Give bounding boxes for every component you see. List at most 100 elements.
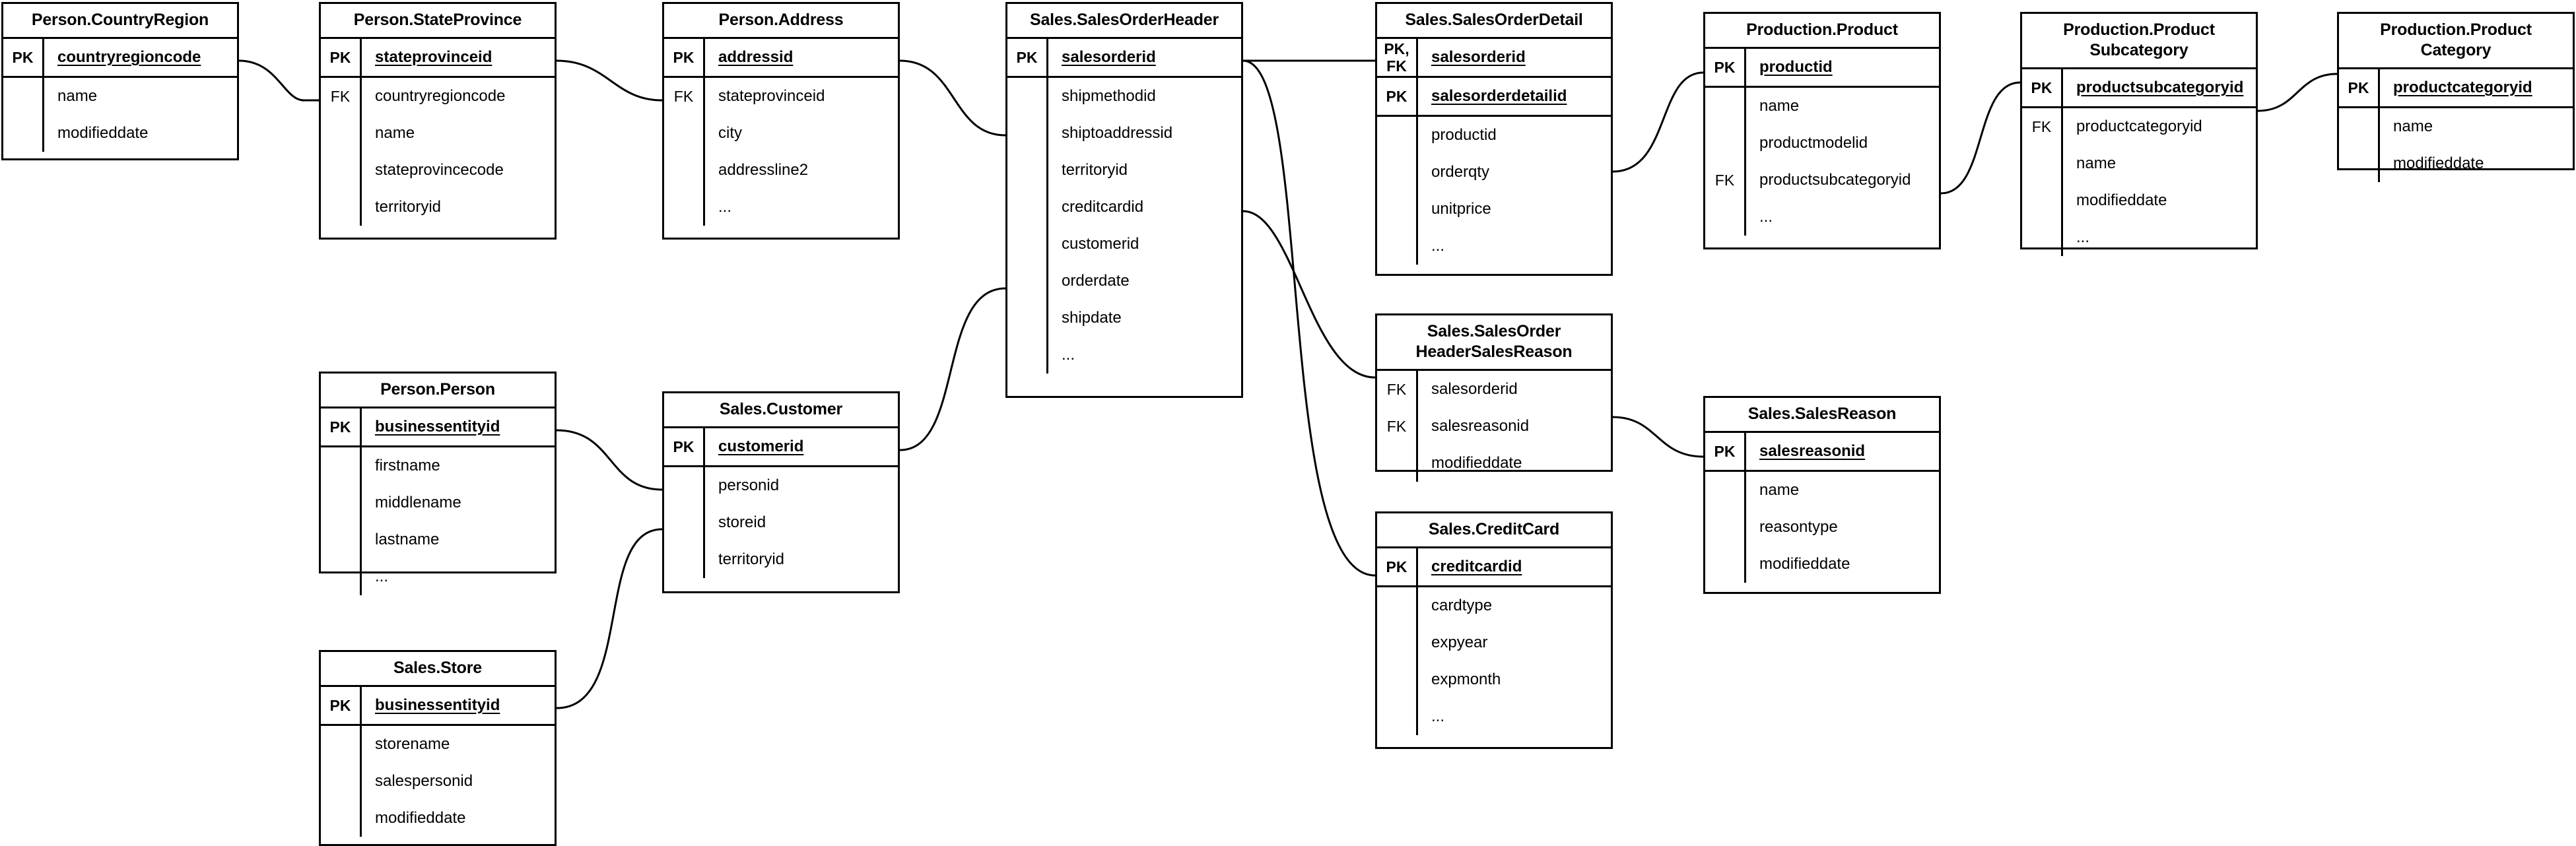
relationship-rel-salesorderheader-salesorderdetail[interactable] [1233, 49, 1396, 73]
attribute-row[interactable]: shipdate [1007, 300, 1241, 337]
attribute-row[interactable]: creditcardid [1007, 189, 1241, 226]
column-name: middlename [375, 494, 461, 511]
attribute-row[interactable]: storeid [664, 504, 898, 541]
attribute-row[interactable]: name [321, 115, 555, 152]
attribute-row[interactable]: ... [1377, 228, 1611, 265]
attribute-row[interactable]: ... [664, 189, 898, 226]
primary-key-column-name: productcategoryid [2393, 79, 2532, 96]
attribute-row[interactable]: salespersonid [321, 763, 555, 800]
attribute-row[interactable]: customerid [1007, 226, 1241, 263]
attribute-row[interactable]: name [1705, 88, 1939, 125]
attribute-row[interactable]: reasontype [1705, 509, 1939, 546]
attribute-row[interactable]: unitprice [1377, 191, 1611, 228]
attribute-row[interactable]: orderdate [1007, 263, 1241, 300]
attribute-key-label [664, 467, 705, 504]
attribute-row[interactable]: ... [1705, 199, 1939, 236]
attribute-row[interactable]: name [2022, 145, 2256, 182]
attribute-row[interactable]: lastname [321, 521, 555, 558]
relationship-rel-salesorderheader-salesorderheadersalesreason[interactable] [1223, 199, 1385, 387]
attribute-row[interactable]: modifieddate [1377, 445, 1611, 482]
column-name: salespersonid [375, 772, 473, 790]
attribute-row[interactable]: modifieddate [2339, 145, 2573, 182]
attribute-row[interactable]: name [2339, 108, 2573, 145]
relationship-rel-salesorderheader-creditcard[interactable] [1223, 49, 1385, 585]
attribute-row[interactable]: middlename [321, 484, 555, 521]
attribute-row[interactable]: territoryid [321, 189, 555, 226]
attribute-key-label: PK [1705, 433, 1746, 470]
attribute-row[interactable]: name [3, 78, 237, 115]
attribute-key-label [1007, 337, 1048, 374]
attribute-row[interactable]: territoryid [1007, 152, 1241, 189]
primary-key-column-name: salesorderid [1062, 48, 1156, 66]
column-name: cardtype [1431, 597, 1493, 614]
attribute-row[interactable]: modifieddate [1705, 546, 1939, 583]
attribute-row[interactable]: modifieddate [3, 115, 237, 152]
attribute-row[interactable]: addressline2 [664, 152, 898, 189]
attribute-row[interactable]: modifieddate [2022, 182, 2256, 219]
attribute-key-label: PK [1377, 548, 1418, 585]
attribute-row[interactable]: modifieddate [321, 800, 555, 837]
attribute-row[interactable]: shiptoaddressid [1007, 115, 1241, 152]
attribute-row[interactable]: productid [1377, 117, 1611, 154]
attribute-row[interactable]: ... [321, 558, 555, 595]
attribute-row[interactable]: stateprovincecode [321, 152, 555, 189]
attribute-row[interactable]: expyear [1377, 624, 1611, 661]
attribute-row[interactable]: expmonth [1377, 661, 1611, 698]
attribute-row[interactable]: ... [1007, 337, 1241, 374]
attribute-row[interactable]: firstname [321, 447, 555, 484]
attribute-row[interactable]: storename [321, 726, 555, 763]
attribute-row[interactable]: shipmethodid [1007, 78, 1241, 115]
primary-key-column-name: salesorderdetailid [1431, 87, 1567, 105]
attribute-row[interactable]: ... [1377, 698, 1611, 735]
attribute-row[interactable]: territoryid [664, 541, 898, 578]
attribute-key-label [1007, 152, 1048, 189]
attribute-row[interactable]: name [1705, 472, 1939, 509]
attribute-row[interactable]: ... [2022, 219, 2256, 256]
attribute-row[interactable]: productmodelid [1705, 125, 1939, 162]
attribute-key-label [3, 115, 44, 152]
attribute-row[interactable]: personid [664, 467, 898, 504]
attribute-row[interactable]: city [664, 115, 898, 152]
attribute-row[interactable]: cardtype [1377, 587, 1611, 624]
attribute-row[interactable]: orderqty [1377, 154, 1611, 191]
